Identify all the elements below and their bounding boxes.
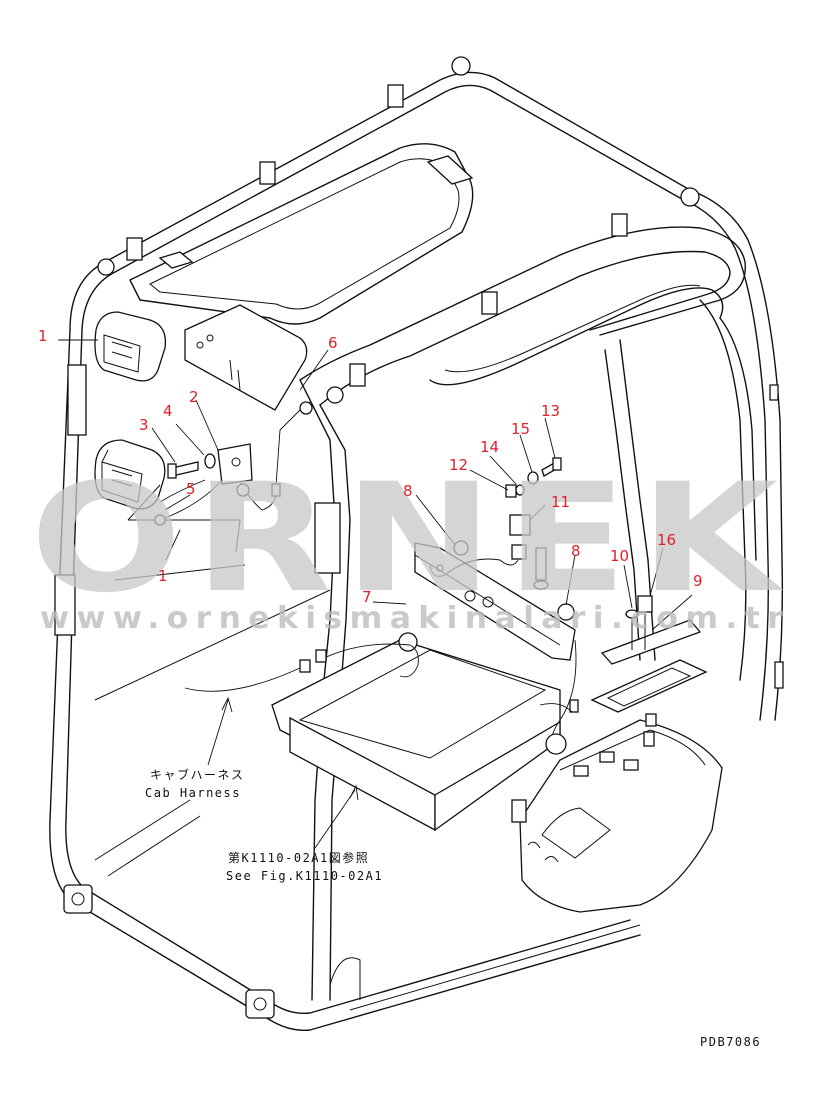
callout-2: 2: [189, 388, 199, 406]
notes: キャブハーネス Cab Harness 第K1110-02A1図参照 See F…: [145, 767, 761, 1049]
callout-1a: 1: [38, 327, 48, 345]
note-cab-harness-jp: キャブハーネス: [150, 767, 245, 782]
drawing-code: PDB7086: [700, 1035, 761, 1049]
watermark-brand: ORNEK: [30, 452, 790, 626]
callout-6: 6: [328, 334, 338, 352]
callout-16: 16: [657, 531, 676, 549]
callout-8a: 8: [403, 482, 413, 500]
callout-8b: 8: [571, 542, 581, 560]
watermark: ORNEK www.ornekismakinalari.com.tr: [30, 452, 790, 636]
relay-11: [509, 514, 531, 536]
callout-11: 11: [551, 493, 570, 511]
callout-15: 15: [511, 420, 530, 438]
note-cab-harness-en: Cab Harness: [145, 786, 241, 800]
watermark-url: www.ornekismakinalari.com.tr: [40, 601, 790, 636]
side-console: [519, 713, 723, 913]
callout-4: 4: [163, 402, 173, 420]
switch-9: [590, 595, 708, 713]
callout-5: 5: [186, 480, 196, 498]
callout-13: 13: [541, 402, 560, 420]
washer-15: [527, 471, 539, 485]
cab-frame: [49, 56, 784, 1031]
callout-3: 3: [139, 416, 149, 434]
note-see-fig-en: See Fig.K1110-02A1: [226, 869, 383, 883]
bolt-13: [541, 457, 562, 477]
roof-cover: [184, 304, 308, 411]
callouts: 1 1 2 3 4 5 6 7 8 8 9 10 11 12 13 14 15 …: [38, 327, 703, 606]
bolt-3: [167, 461, 199, 479]
leader-lines: [58, 339, 693, 849]
washer-4: [204, 453, 216, 469]
note-see-fig-jp: 第K1110-02A1図参照: [228, 850, 369, 865]
mounting-bracket-7: [414, 542, 576, 661]
callout-9: 9: [693, 572, 703, 590]
callout-7: 7: [362, 588, 372, 606]
grommet-8a: [453, 540, 469, 556]
callout-12: 12: [449, 456, 468, 474]
work-lamp-upper: [94, 311, 167, 382]
callout-1b: 1: [158, 567, 168, 585]
callout-10: 10: [610, 547, 629, 565]
washer-14: [515, 484, 525, 496]
work-lamp-lower: [94, 439, 166, 510]
callout-14: 14: [480, 438, 499, 456]
connector-11: [511, 544, 527, 560]
